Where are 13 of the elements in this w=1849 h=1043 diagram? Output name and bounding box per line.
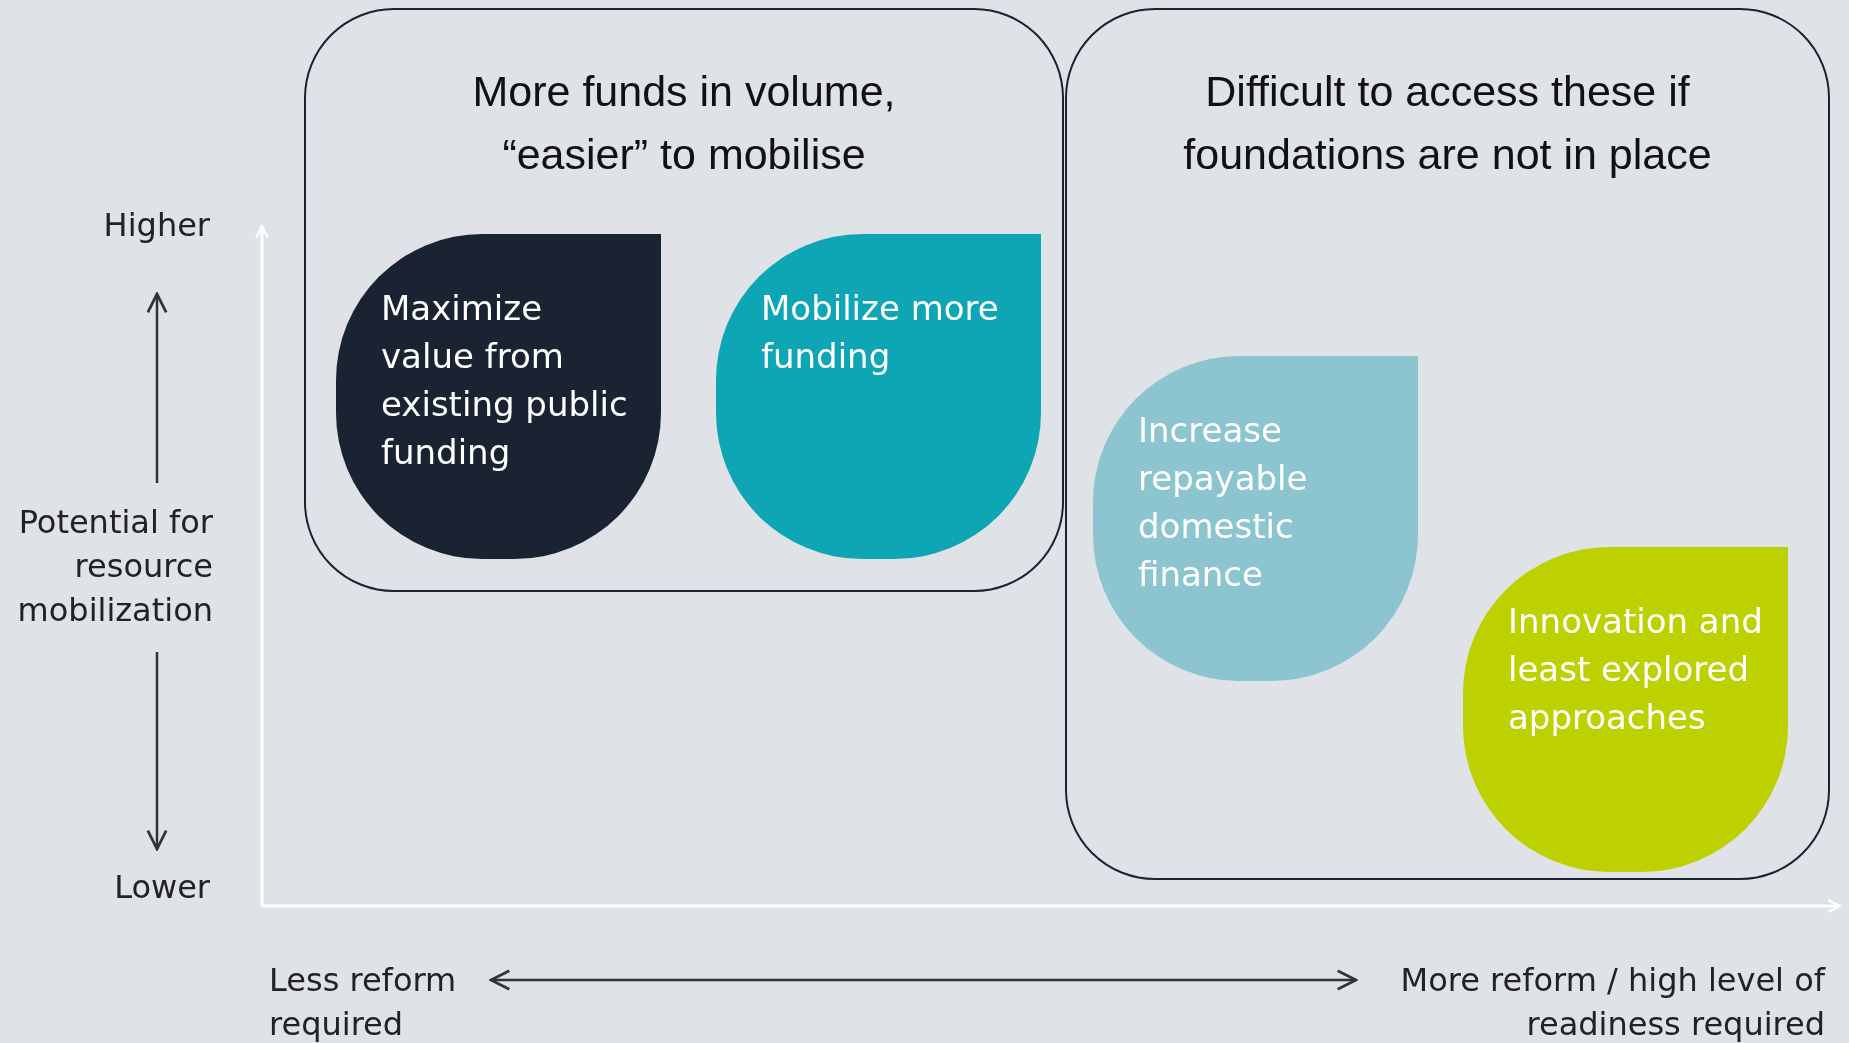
group-heading: Difficult to access these if foundations are not in place [1182, 66, 1713, 180]
axis-label: Higher [102, 205, 210, 246]
card-text: Maximize value from existing public funding [381, 287, 629, 474]
card-text: Innovation and least explored approaches [1508, 600, 1764, 739]
card-text: Mobilize more funding [761, 287, 1000, 378]
group-frame [1065, 8, 1830, 880]
group-frame [304, 8, 1064, 592]
group-heading: More funds in volume, “easier” to mobilise [471, 66, 897, 180]
axis-label: Lower [113, 867, 210, 908]
axis-label: Less reform required [269, 960, 458, 1043]
axis-label: More reform / high level of readiness required [1399, 960, 1825, 1043]
card-text: Increase repayable domestic finance [1138, 409, 1309, 596]
axis-title: Potential for resource mobilization [16, 502, 213, 631]
